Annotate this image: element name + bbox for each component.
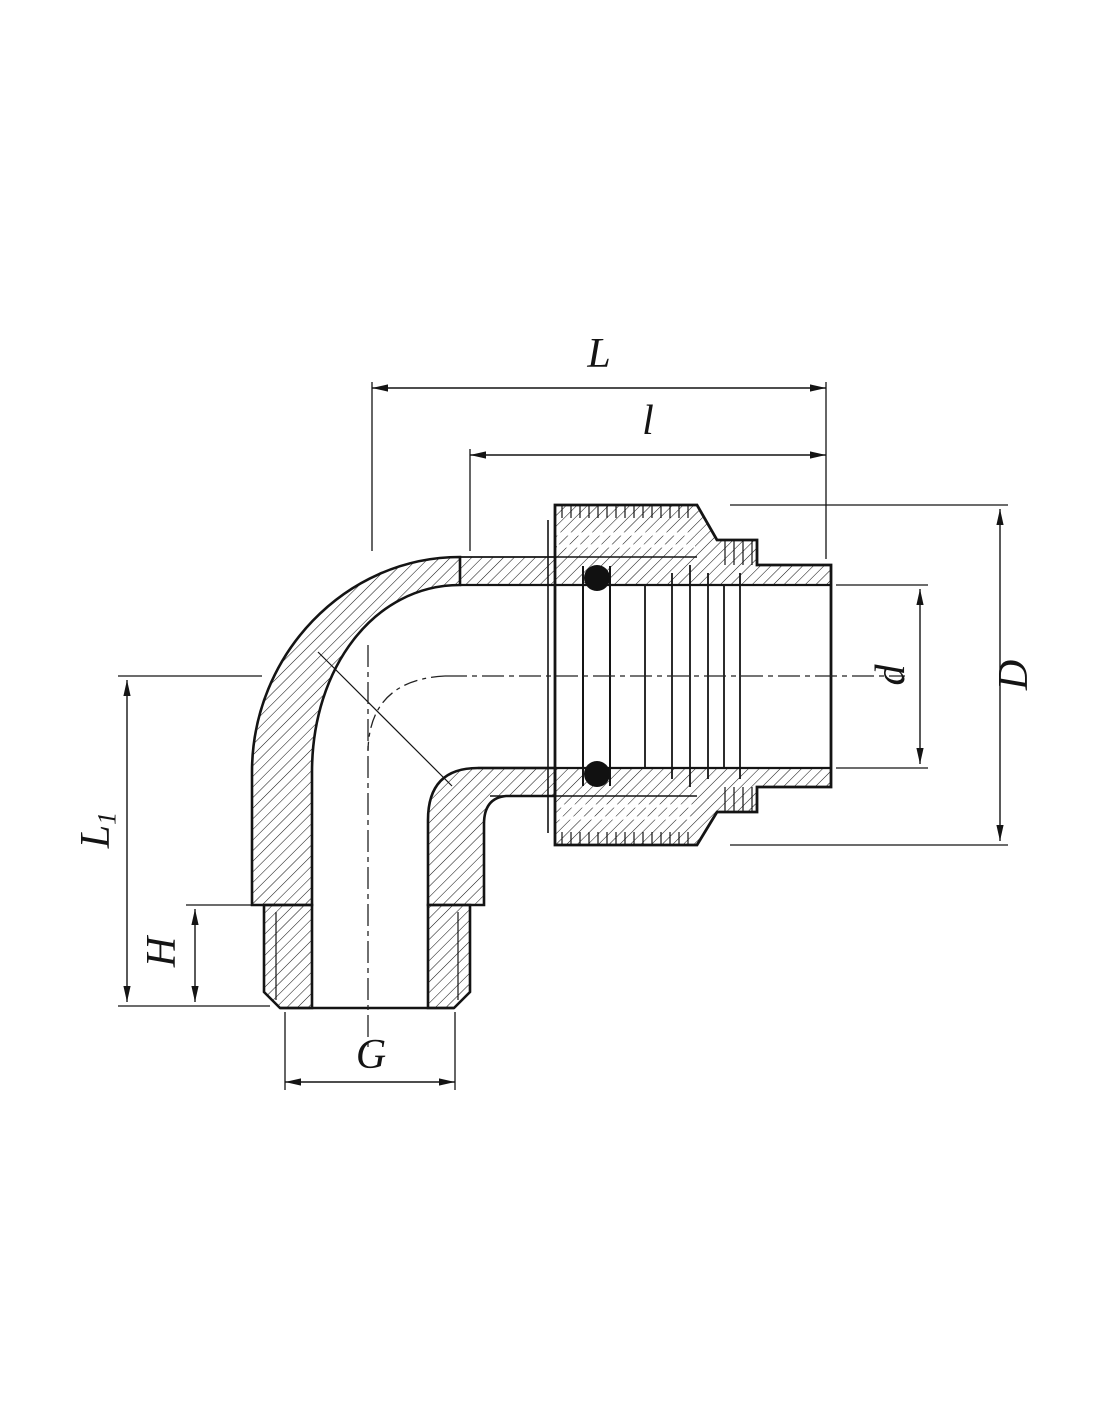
dim-label-G: G bbox=[355, 1032, 387, 1078]
dim-label-d: d bbox=[868, 664, 914, 686]
corner-centerline-arc bbox=[367, 675, 446, 751]
o-ring-bottom bbox=[584, 761, 610, 787]
extension-lines bbox=[118, 382, 1008, 1090]
dim-label-L1-sub: 1 bbox=[92, 811, 122, 825]
male-thread-left-wall bbox=[262, 903, 314, 1010]
male-thread-right-wall bbox=[426, 903, 472, 1010]
dim-label-L1: L1 bbox=[73, 811, 122, 849]
dim-label-l: l bbox=[642, 398, 654, 444]
o-ring-top bbox=[584, 565, 610, 591]
o-rings bbox=[584, 565, 610, 787]
elbow-corner-wall bbox=[426, 766, 557, 907]
body-top-wall bbox=[459, 556, 556, 586]
compression-nut bbox=[547, 503, 833, 847]
body-edge-lines bbox=[252, 556, 831, 1010]
dim-label-H: H bbox=[139, 936, 185, 968]
dimension-lines bbox=[123, 384, 1004, 1086]
centerlines bbox=[367, 645, 905, 1052]
elbow-body bbox=[250, 555, 557, 1010]
knurl-ticks bbox=[561, 505, 689, 845]
miter-line bbox=[317, 651, 453, 787]
dim-label-D: D bbox=[991, 659, 1037, 691]
nut-outline bbox=[553, 503, 833, 847]
dim-label-L: L bbox=[587, 331, 611, 377]
dim-label-L1-main: L bbox=[73, 824, 120, 849]
nut-nose-ribs bbox=[724, 540, 753, 812]
thread-clearance-lines bbox=[557, 532, 695, 820]
